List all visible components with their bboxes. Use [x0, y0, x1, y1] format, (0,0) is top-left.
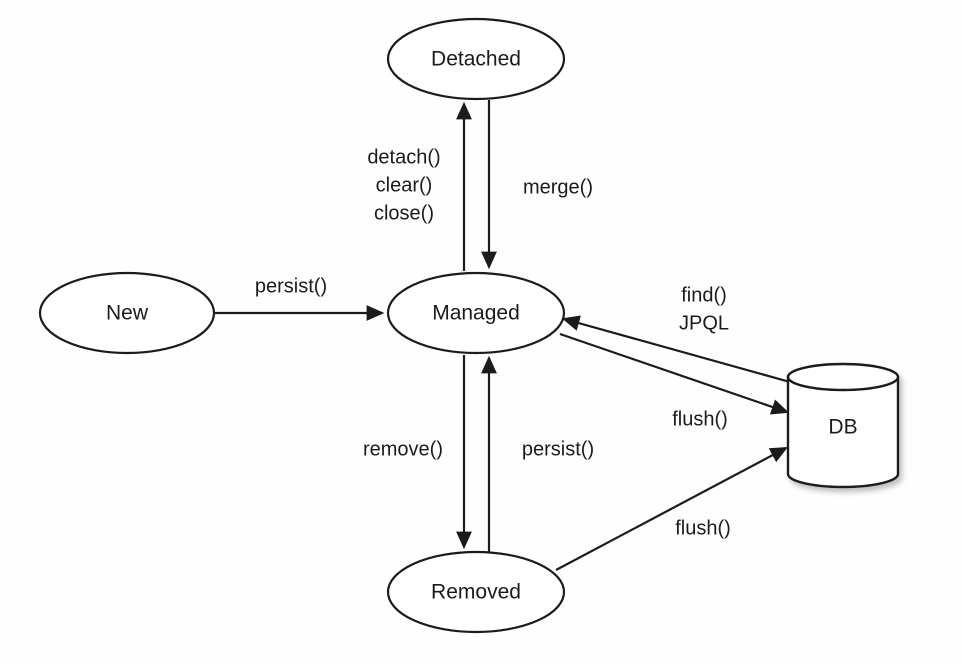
- edge-label-persist-removed: persist(): [522, 438, 594, 460]
- edge-managed-to-removed: remove(): [363, 355, 472, 550]
- ellipse-shape: [38, 271, 216, 355]
- edge-new-to-managed: persist(): [215, 275, 385, 321]
- edge-line: [559, 332, 790, 415]
- edge-removed-to-managed: persist(): [481, 355, 594, 552]
- edge-label-persist-new: persist(): [255, 275, 327, 297]
- edge-label-flush-removed: flush(): [675, 517, 731, 539]
- edge-removed-to-db: flush(): [555, 446, 788, 571]
- node-label-detached: Detached: [431, 48, 521, 71]
- node-label-new: New: [106, 302, 149, 325]
- edge-label-jpql: JPQL: [679, 312, 729, 334]
- node-label-managed: Managed: [432, 302, 520, 325]
- edge-label-merge: merge(): [523, 176, 593, 198]
- edge-managed-to-db: flush(): [559, 332, 790, 430]
- edge-detached-to-managed: merge(): [481, 100, 593, 270]
- node-db[interactable]: DB: [786, 362, 900, 489]
- edge-label-detach: detach(): [367, 146, 440, 168]
- edge-line: [561, 315, 791, 384]
- edge-db-to-managed: find() JPQL: [561, 284, 791, 384]
- node-managed[interactable]: Managed: [386, 271, 566, 355]
- node-label-removed: Removed: [431, 581, 521, 604]
- ellipse-shape: [386, 17, 566, 101]
- edge-managed-to-detached: detach() clear() close(): [367, 101, 472, 271]
- ellipse-shape: [386, 550, 566, 634]
- edge-label-close: close(): [374, 202, 434, 224]
- edge-label-flush-managed: flush(): [672, 408, 728, 430]
- edge-line: [555, 446, 788, 571]
- edge-label-find: find(): [681, 284, 727, 306]
- edge-label-remove: remove(): [363, 438, 443, 460]
- node-new[interactable]: New: [38, 271, 216, 355]
- node-removed[interactable]: Removed: [386, 550, 566, 634]
- node-detached[interactable]: Detached: [386, 17, 566, 101]
- edge-label-clear: clear(): [376, 174, 433, 196]
- cylinder-top: [786, 362, 900, 392]
- cylinder-body: [786, 375, 900, 489]
- node-label-db: DB: [828, 416, 857, 439]
- ellipse-shape: [386, 271, 566, 355]
